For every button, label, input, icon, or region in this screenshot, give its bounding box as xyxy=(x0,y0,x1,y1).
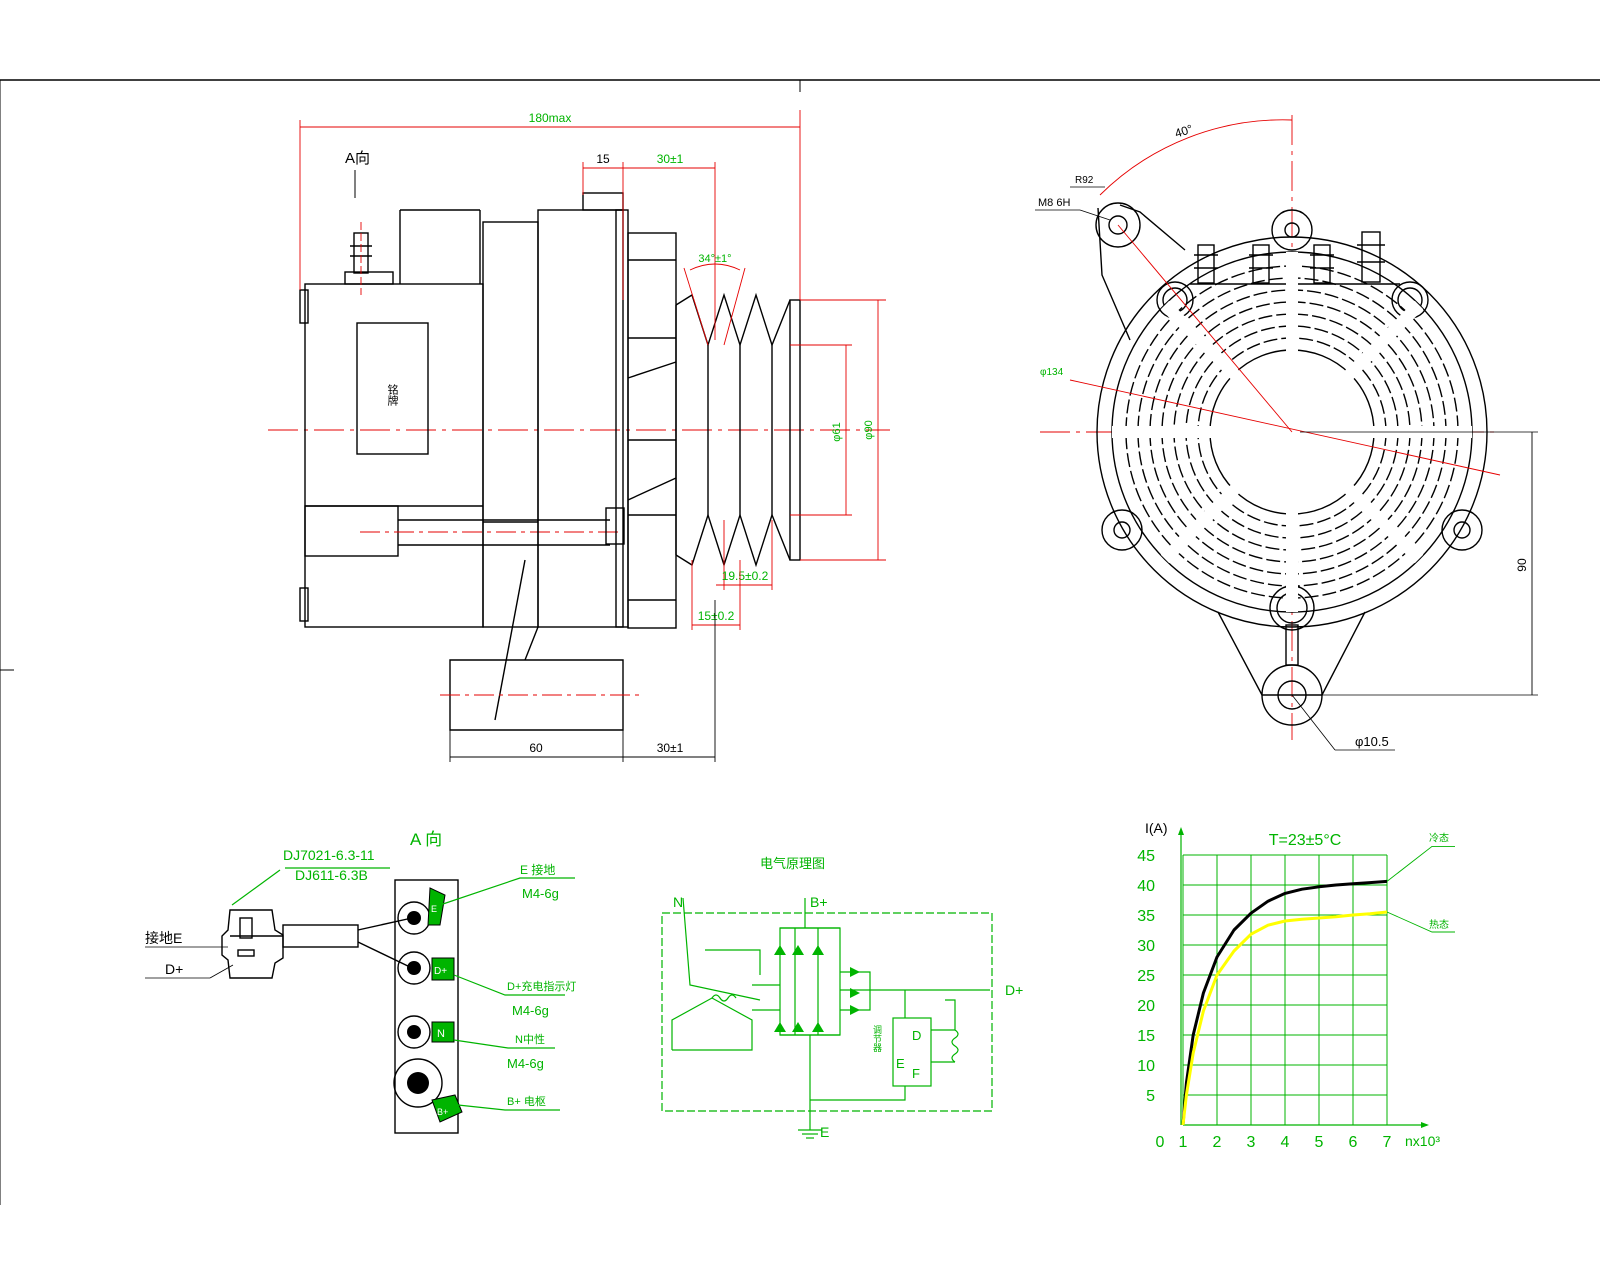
front-dimensions: 40° R92 M8 6H φ134 90 φ10.5 xyxy=(1035,119,1538,751)
dim-foot: 60 xyxy=(529,741,543,755)
terminal-block xyxy=(394,879,459,1134)
terminal-n: N xyxy=(397,1015,455,1049)
x-axis-arrow xyxy=(1421,1122,1429,1128)
front-terminals xyxy=(1194,231,1385,284)
chart-title: T=23±5°C xyxy=(1269,832,1342,849)
node-dplus: D+ xyxy=(1005,982,1023,998)
reg-label: 调节器 xyxy=(872,1025,882,1052)
chart-ylabel: I(A) xyxy=(1145,820,1168,836)
stator xyxy=(482,221,539,628)
node-n: N xyxy=(673,894,683,910)
y-tick-label: 5 xyxy=(1146,1088,1155,1105)
part-no-2: DJ611-6.3B xyxy=(295,867,368,883)
dim-overall: 180max xyxy=(529,111,572,125)
connector-plug xyxy=(221,909,284,979)
side-view: 铭牌 xyxy=(268,110,890,762)
dim-thread: M8 6H xyxy=(1038,197,1070,209)
tag-dplus: D+ xyxy=(434,966,447,977)
term-e-name: E 接地 xyxy=(520,862,555,877)
view-direction-label: A向 xyxy=(345,150,370,167)
tag-n: N xyxy=(437,1028,445,1040)
connector-view: A 向 DJ7021-6.3-11 DJ611-6.3B 接地E D+ E D+ xyxy=(145,830,576,1134)
rear-cover xyxy=(304,283,484,628)
x-tick-label: 6 xyxy=(1349,1134,1358,1151)
dim-groove-width: 15±0.2 xyxy=(698,609,735,623)
dim-foot-offset: 30±1 xyxy=(657,741,684,755)
dim-d90: φ90 xyxy=(863,420,875,439)
chart-axes xyxy=(1178,827,1429,1128)
dim-height: 90 xyxy=(1515,558,1529,572)
pulley-nut xyxy=(605,507,625,545)
series-line-0 xyxy=(1181,879,1388,1126)
x-tick-label: 5 xyxy=(1315,1134,1324,1151)
y-tick-label: 15 xyxy=(1137,1028,1155,1045)
y-tick-label: 35 xyxy=(1137,908,1155,925)
dim-d61: φ61 xyxy=(831,422,843,441)
node-e: E xyxy=(820,1124,829,1140)
terminal-e: E xyxy=(397,887,446,935)
tag-e: E xyxy=(431,904,437,914)
dim-hole: φ10.5 xyxy=(1355,734,1389,749)
term-n-name: N中性 xyxy=(515,1032,545,1046)
node-bplus: B+ xyxy=(810,894,828,910)
dim-fan-diameter: φ134 xyxy=(1040,367,1064,378)
terminal-base xyxy=(344,271,394,285)
chart-xlabel: nx10³ xyxy=(1405,1133,1440,1149)
part-no-1: DJ7021-6.3-11 xyxy=(283,847,375,863)
terminal-dplus: D+ xyxy=(397,951,455,985)
label-ground: 接地E xyxy=(145,930,182,946)
reg-f: F xyxy=(912,1066,920,1081)
connector-title: A 向 xyxy=(410,830,442,849)
nameplate-text: 铭牌 xyxy=(386,383,399,407)
tag-bplus: B+ xyxy=(437,1107,448,1117)
dim-pulley-pos: 30±1 xyxy=(657,152,684,166)
y-tick-label: 30 xyxy=(1137,938,1155,955)
dim-flange: 15 xyxy=(596,152,610,166)
y-axis-arrow xyxy=(1178,827,1184,835)
label-dplus: D+ xyxy=(165,961,183,977)
legend-label-0: 冷态 xyxy=(1429,831,1449,844)
y-tick-label: 45 xyxy=(1137,848,1155,865)
y-tick-label: 20 xyxy=(1137,998,1155,1015)
dim-groove-angle: 34°±1° xyxy=(698,253,731,265)
chart-grid xyxy=(1182,854,1388,1125)
series-line-1 xyxy=(1181,910,1388,1126)
nameplate xyxy=(356,322,429,455)
term-b-name: B+ 电枢 xyxy=(507,1094,546,1108)
x-tick-label: 2 xyxy=(1213,1134,1222,1151)
x-tick-label: 3 xyxy=(1247,1134,1256,1151)
term-d-name: D+充电指示灯 xyxy=(507,979,576,993)
reg-d: D xyxy=(912,1028,921,1043)
x-tick-label: 7 xyxy=(1383,1134,1392,1151)
y-tick-label: 25 xyxy=(1137,968,1155,985)
chart-series xyxy=(1181,879,1388,1126)
x-tick-label: 0 xyxy=(1156,1134,1165,1151)
legend-label-1: 热态 xyxy=(1429,918,1449,931)
reg-e: E xyxy=(896,1056,905,1071)
front-bracket xyxy=(537,209,624,628)
y-tick-label: 10 xyxy=(1137,1058,1155,1075)
y-tick-label: 40 xyxy=(1137,878,1155,895)
electrical-schematic: 电气原理图 N B+ D+ E D E F 调节器 xyxy=(661,856,1023,1140)
dim-angle: 40° xyxy=(1173,122,1195,141)
terminal-bplus: B+ xyxy=(393,1058,463,1123)
term-e-thread: M4-6g xyxy=(522,886,559,901)
x-tick-label: 4 xyxy=(1281,1134,1290,1151)
x-tick-label: 1 xyxy=(1179,1134,1188,1151)
legend-leader-0 xyxy=(1386,845,1455,882)
term-n-thread: M4-6g xyxy=(507,1056,544,1071)
dim-groove-pitch: 19.5±0.2 xyxy=(722,569,769,583)
term-d-thread: M4-6g xyxy=(512,1003,549,1018)
dim-radius: R92 xyxy=(1075,175,1094,186)
side-dimensions: 180max 15 30±1 34°±1° φ61 φ90 19.5±0.2 xyxy=(299,110,886,762)
legend-leader-1 xyxy=(1386,911,1455,933)
front-view: 40° R92 M8 6H φ134 90 φ10.5 xyxy=(1035,115,1538,751)
sheet-frame xyxy=(0,79,1600,1205)
schematic-title: 电气原理图 xyxy=(760,856,825,871)
